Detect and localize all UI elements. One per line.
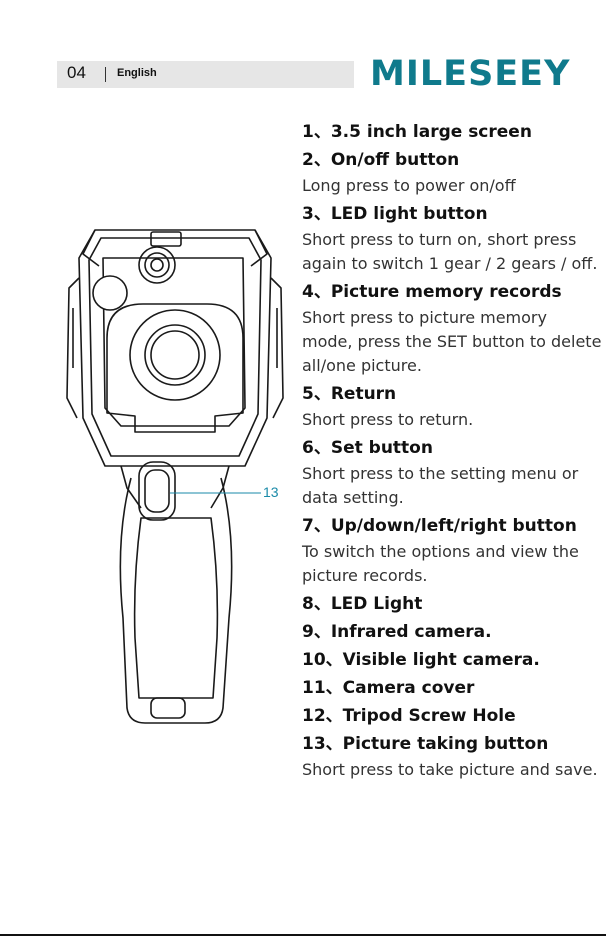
item-desc: Short press to the setting menu or data … [302, 464, 579, 507]
list-item: 7、Up/down/left/right button To switch th… [302, 512, 602, 588]
item-title: 5、Return [302, 384, 397, 404]
list-item: 13、Picture taking button Short press to … [302, 730, 602, 782]
list-item: 5、Return Short press to return. [302, 380, 602, 432]
item-title: 9、Infrared camera. [302, 622, 492, 642]
item-title: 7、Up/down/left/right button [302, 516, 577, 536]
list-item: 8、LED Light [302, 590, 602, 618]
item-desc: To switch the options and view the pictu… [302, 542, 579, 585]
list-item: 12、Tripod Screw Hole [302, 702, 602, 730]
item-desc: Short press to take picture and save. [302, 760, 598, 779]
item-title: 10、Visible light camera. [302, 650, 540, 670]
item-desc: Short press to turn on, short press agai… [302, 230, 598, 273]
device-illustration [66, 229, 284, 724]
list-item: 1、3.5 inch large screen [302, 118, 602, 146]
feature-list: 1、3.5 inch large screen 2、On/off button … [302, 118, 602, 784]
item-desc: Long press to power on/off [302, 176, 516, 195]
item-title: 12、Tripod Screw Hole [302, 706, 516, 726]
item-desc: Short press to return. [302, 410, 474, 429]
item-title: 11、Camera cover [302, 678, 475, 698]
bottom-rule [0, 934, 606, 936]
item-title: 1、3.5 inch large screen [302, 122, 532, 142]
page-number: 04 [67, 63, 86, 82]
list-item: 9、Infrared camera. [302, 618, 602, 646]
item-desc: Short press to picture memory mode, pres… [302, 308, 602, 375]
header-divider [105, 67, 106, 82]
header-bar: 04 English [57, 61, 354, 88]
list-item: 11、Camera cover [302, 674, 602, 702]
list-item: 6、Set button Short press to the setting … [302, 434, 602, 510]
item-title: 13、Picture taking button [302, 734, 549, 754]
item-title: 3、LED light button [302, 204, 488, 224]
list-item: 4、Picture memory records Short press to … [302, 278, 602, 378]
item-title: 4、Picture memory records [302, 282, 562, 302]
item-title: 6、Set button [302, 438, 433, 458]
list-item: 3、LED light button Short press to turn o… [302, 200, 602, 276]
list-item: 2、On/off button Long press to power on/o… [302, 146, 602, 198]
brand-logo: MILESEEY [370, 54, 571, 94]
item-title: 2、On/off button [302, 150, 460, 170]
callout-13-label: 13 [263, 484, 279, 500]
list-item: 10、Visible light camera. [302, 646, 602, 674]
item-title: 8、LED Light [302, 594, 423, 614]
language-label: English [117, 67, 157, 79]
